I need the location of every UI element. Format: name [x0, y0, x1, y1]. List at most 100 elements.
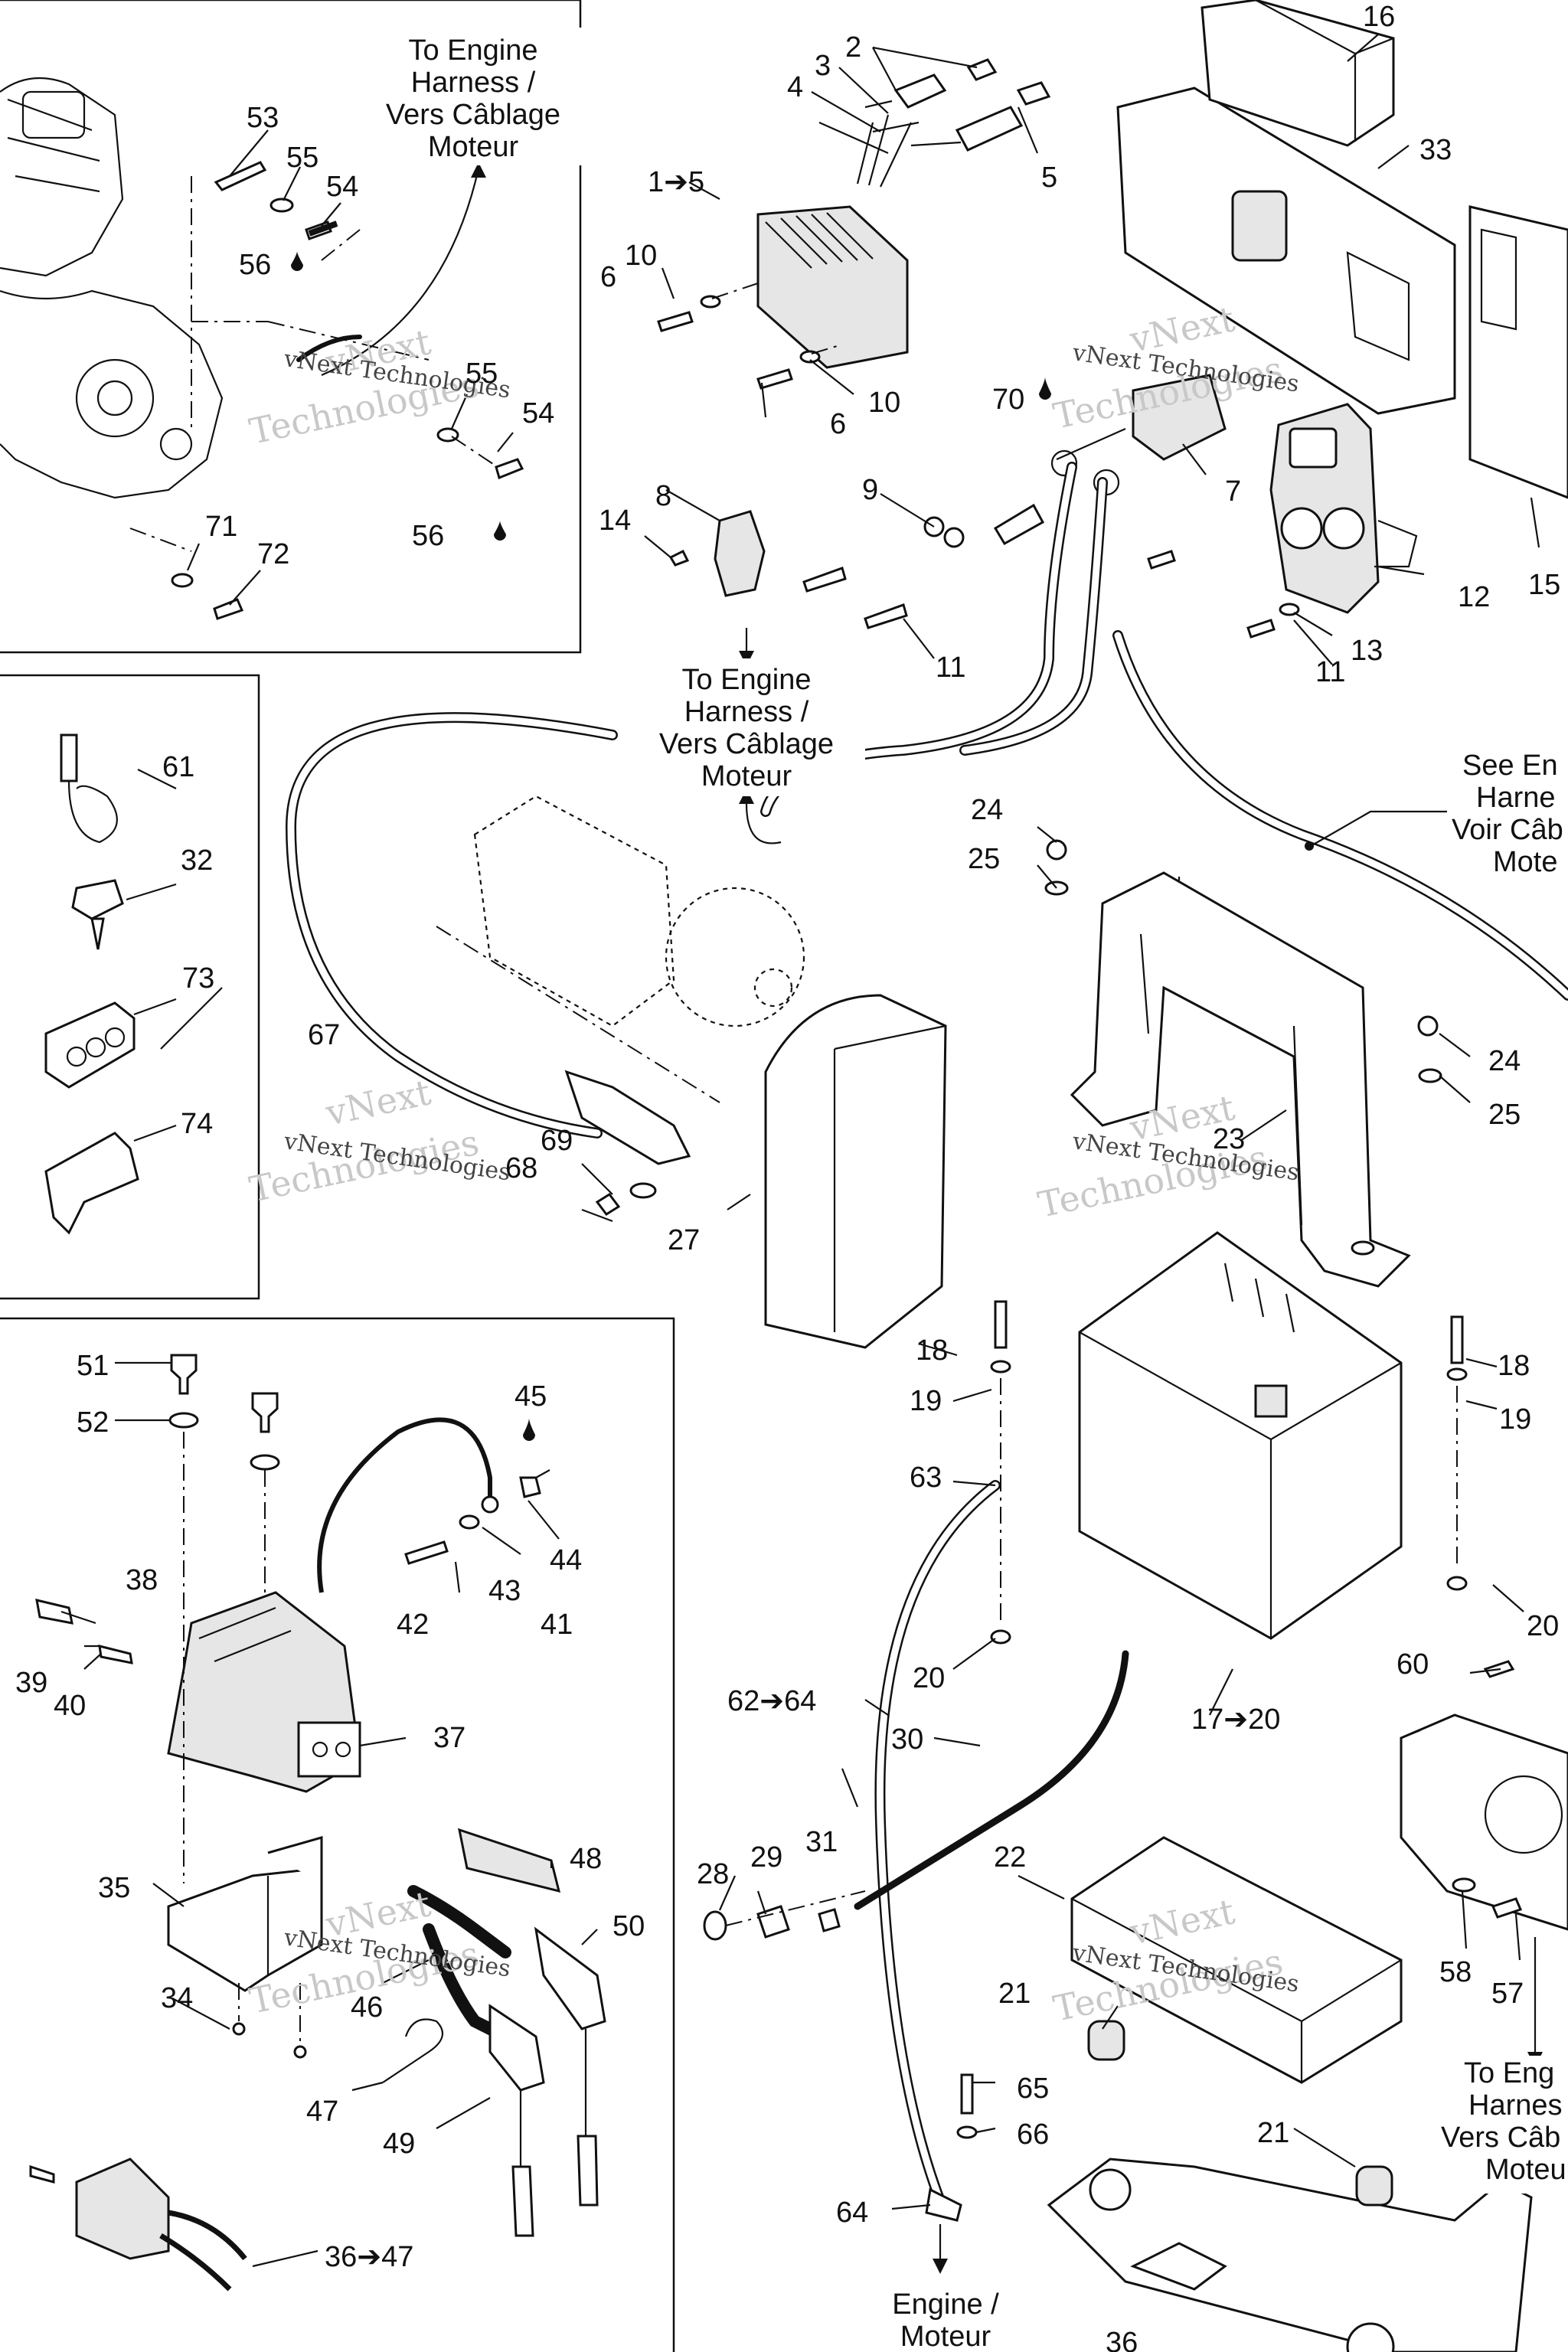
part-label: 55: [286, 142, 318, 174]
part-label: 27: [668, 1224, 700, 1256]
note-line: Harness /: [684, 696, 809, 728]
relay-7: [1050, 374, 1227, 496]
part-label: 14: [599, 505, 631, 537]
bolts-18-20: [990, 1300, 1468, 1645]
grommets-21: [1087, 2020, 1393, 2207]
part-label: 57: [1491, 1978, 1524, 2010]
part-label: 48: [570, 1843, 602, 1875]
push-nut-32: [71, 879, 124, 950]
part-label: 67: [308, 1019, 340, 1051]
note-to-engine-harness-top: To Engine Harness / Vers Câblage Moteur: [368, 28, 582, 165]
part-label: 2: [845, 31, 861, 64]
connectors-2-5: [864, 58, 1051, 152]
ground-wire-41: [317, 1417, 541, 1593]
screws-34: [232, 1983, 307, 2059]
part-label: 49: [383, 2128, 415, 2160]
note-see-engine-harness: See En Harne Voir Câb Mote: [1447, 743, 1568, 880]
part-label: 37: [433, 1722, 466, 1754]
part-label: 24: [1488, 1045, 1521, 1077]
base-plate: [1047, 2158, 1533, 2352]
ignition-coil-37: [167, 1591, 361, 1793]
note-line: Moteur: [900, 2321, 991, 2352]
fittings-28-31: [703, 1890, 866, 1941]
bracket-15: [1468, 205, 1568, 499]
part-label: 28: [697, 1858, 729, 1890]
note-line: Engine /: [892, 2288, 999, 2321]
battery-17: [1078, 1231, 1403, 1640]
note-to-engine-harness-mid: To Engine Harness / Vers Câblage Moteur: [635, 658, 865, 796]
part-label: 36➔47: [325, 2241, 413, 2273]
part-label: 56: [239, 249, 271, 281]
part-label: 17➔20: [1191, 1704, 1280, 1736]
part-label: 30: [891, 1723, 923, 1756]
note-line: To Engine: [408, 34, 537, 67]
part-label: 43: [488, 1575, 521, 1607]
part-label: 5: [1041, 162, 1057, 194]
note-line: Vers Câblage: [386, 99, 560, 131]
part-label: 46: [351, 1991, 383, 2024]
part-label: 47: [306, 2096, 338, 2128]
foam-16: [1200, 0, 1395, 147]
part-label: 33: [1419, 134, 1452, 166]
battery-cable-62-64: [874, 1480, 1001, 2274]
part-label: 18: [1498, 1350, 1530, 1382]
part-label: 70: [992, 384, 1024, 416]
engine-harness-arrow-top: [296, 162, 486, 377]
switch-8: [668, 510, 766, 597]
voltage-regulator: [756, 114, 912, 369]
part-label: 4: [787, 71, 803, 103]
note-line: Vers Câb: [1441, 2122, 1560, 2154]
bolts-11: [802, 550, 1300, 639]
screws-42-43: [404, 1514, 480, 1565]
part-label: 29: [750, 1841, 782, 1873]
part-label: 55: [466, 358, 498, 390]
part-label: 7: [1225, 475, 1241, 508]
part-label: 51: [77, 1350, 109, 1382]
note-line: Moteur: [701, 760, 792, 792]
spark-plug-wires: [407, 1828, 606, 2237]
part-label: 73: [182, 962, 214, 995]
note-line: Vers Câblage: [659, 728, 834, 760]
engine-drawing: [0, 77, 430, 552]
note-line: Harne: [1476, 782, 1556, 814]
part-label: 23: [1213, 1123, 1245, 1155]
part-label: 10: [625, 240, 657, 272]
part-label: 52: [77, 1406, 109, 1439]
part-label: 18: [916, 1334, 948, 1367]
part-label: 24: [971, 794, 1003, 826]
bracket-33: [1116, 87, 1456, 415]
leader-lines: [60, 34, 1540, 2268]
part-label: 54: [522, 397, 554, 430]
part-label: 40: [54, 1690, 86, 1722]
sealant-drop-icons: [523, 377, 1051, 1441]
drop-icon: [1039, 377, 1051, 400]
part-label: 11: [1315, 656, 1345, 688]
tie-46-47: [382, 2018, 444, 2083]
panel-engine-top-left: [0, 0, 582, 654]
nut-9: [923, 503, 1045, 548]
connectors-38-40: [35, 1599, 133, 1664]
battery-cover-27: [764, 994, 947, 1349]
part-label: 39: [15, 1667, 47, 1699]
battery-cable-30: [854, 1650, 1129, 1910]
part-label: 54: [326, 171, 358, 203]
part-label: 63: [910, 1462, 942, 1494]
part-label: 56: [412, 520, 444, 552]
part-label: 60: [1396, 1648, 1429, 1681]
clip-74: [44, 1132, 139, 1235]
note-line: See En: [1462, 750, 1558, 782]
part-label: 22: [994, 1841, 1026, 1873]
part-label: 15: [1528, 569, 1560, 601]
part-label: 6: [830, 408, 846, 440]
tie-wrap-61: [60, 733, 118, 844]
note-to-engine-harness-right: To Eng Harnes Vers Câb Moteu: [1439, 2056, 1568, 2194]
part-label: 65: [1017, 2073, 1049, 2105]
note-line: To Engine: [681, 664, 811, 696]
part-label: 64: [836, 2197, 868, 2229]
part-label: 42: [397, 1609, 429, 1641]
part-label: 13: [1351, 635, 1383, 667]
panel-ignition-coil: [0, 1317, 675, 2352]
part-label: 44: [550, 1544, 582, 1576]
part-label: 12: [1458, 581, 1490, 613]
